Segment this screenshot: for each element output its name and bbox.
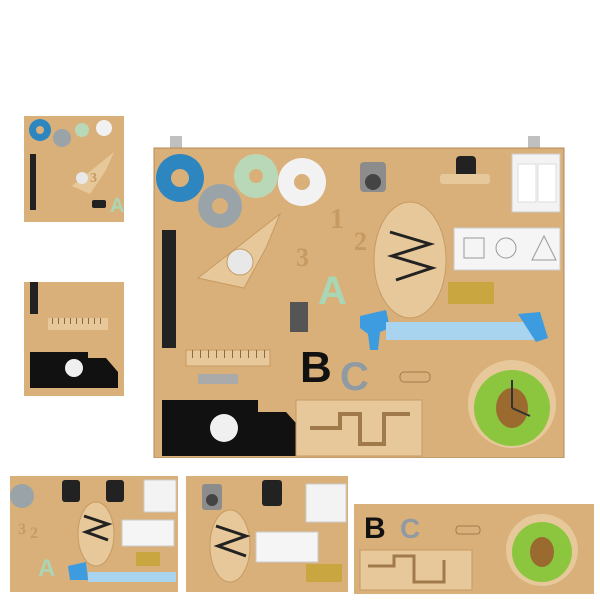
clock-icon	[506, 514, 578, 586]
thumbnail-truck-image	[24, 282, 124, 396]
car-icon	[455, 525, 481, 535]
hanger-right	[528, 136, 540, 150]
letter-b: B	[300, 343, 332, 392]
number-1: 1	[330, 204, 344, 235]
clock-icon	[468, 360, 556, 448]
gear-icon	[198, 184, 242, 228]
ruler-icon	[48, 318, 108, 330]
letter-c: C	[340, 355, 369, 399]
thumbnail-closeup-clock[interactable]: B C	[354, 504, 594, 594]
slide-rail	[386, 322, 534, 340]
thumbnail-closeup-shoe[interactable]: 3 2 A	[10, 476, 178, 592]
maze-board	[359, 549, 473, 591]
busy-board-illustration: 1 3 2 A B C	[153, 136, 565, 458]
truck-icon	[162, 400, 304, 456]
svg-text:3: 3	[18, 521, 26, 538]
latch-icon	[448, 282, 494, 304]
latch-icon	[440, 174, 490, 184]
hanger-left	[170, 136, 182, 150]
number-3: 3	[90, 171, 97, 186]
thumbnail-closeup-lock[interactable]	[186, 476, 348, 592]
dog-icon	[360, 310, 390, 350]
thumbnail-closeup-clock-image: B C	[354, 504, 594, 594]
latch-icon	[306, 564, 342, 582]
letter-a: A	[110, 195, 124, 217]
shape-sorter	[453, 227, 561, 271]
rocket-icon	[196, 212, 282, 289]
svg-text:A: A	[38, 555, 55, 582]
white-gear-icon	[96, 120, 112, 136]
dog-icon	[68, 562, 88, 580]
shoe-icon	[77, 501, 115, 567]
green-gear-icon	[75, 123, 89, 137]
gear-icon	[234, 154, 278, 198]
main-busy-board-image[interactable]: 1 3 2 A B C	[140, 128, 576, 458]
ruler-icon	[185, 349, 271, 367]
gear-icon	[278, 158, 326, 206]
switch-icon	[305, 483, 347, 523]
hinge-icon	[290, 302, 308, 332]
knob-icon	[262, 480, 282, 506]
svg-text:2: 2	[30, 525, 38, 542]
letter-a: A	[318, 269, 347, 313]
thumbnail-truck[interactable]	[24, 282, 124, 396]
switch-icon	[143, 479, 177, 513]
latch-icon	[136, 552, 160, 566]
latch-icon	[92, 200, 106, 208]
svg-text:B: B	[364, 512, 386, 545]
thumbnail-closeup-lock-image	[186, 476, 348, 592]
number-2: 2	[354, 227, 367, 256]
thumbnail-gears-rocket[interactable]: 3 A	[24, 116, 124, 222]
bolt-icon	[198, 374, 238, 384]
truck-icon	[30, 352, 118, 388]
grey-gear-icon	[53, 129, 71, 147]
gear-icon	[156, 154, 204, 202]
strap-icon	[162, 230, 176, 348]
thumbnail-closeup-shoe-image: 3 2 A	[10, 476, 178, 592]
number-3: 3	[296, 243, 309, 272]
knob-icon	[62, 480, 80, 502]
thumbnail-gears-image: 3 A	[24, 116, 124, 222]
svg-text:C: C	[400, 513, 420, 544]
car-icon	[399, 371, 431, 383]
